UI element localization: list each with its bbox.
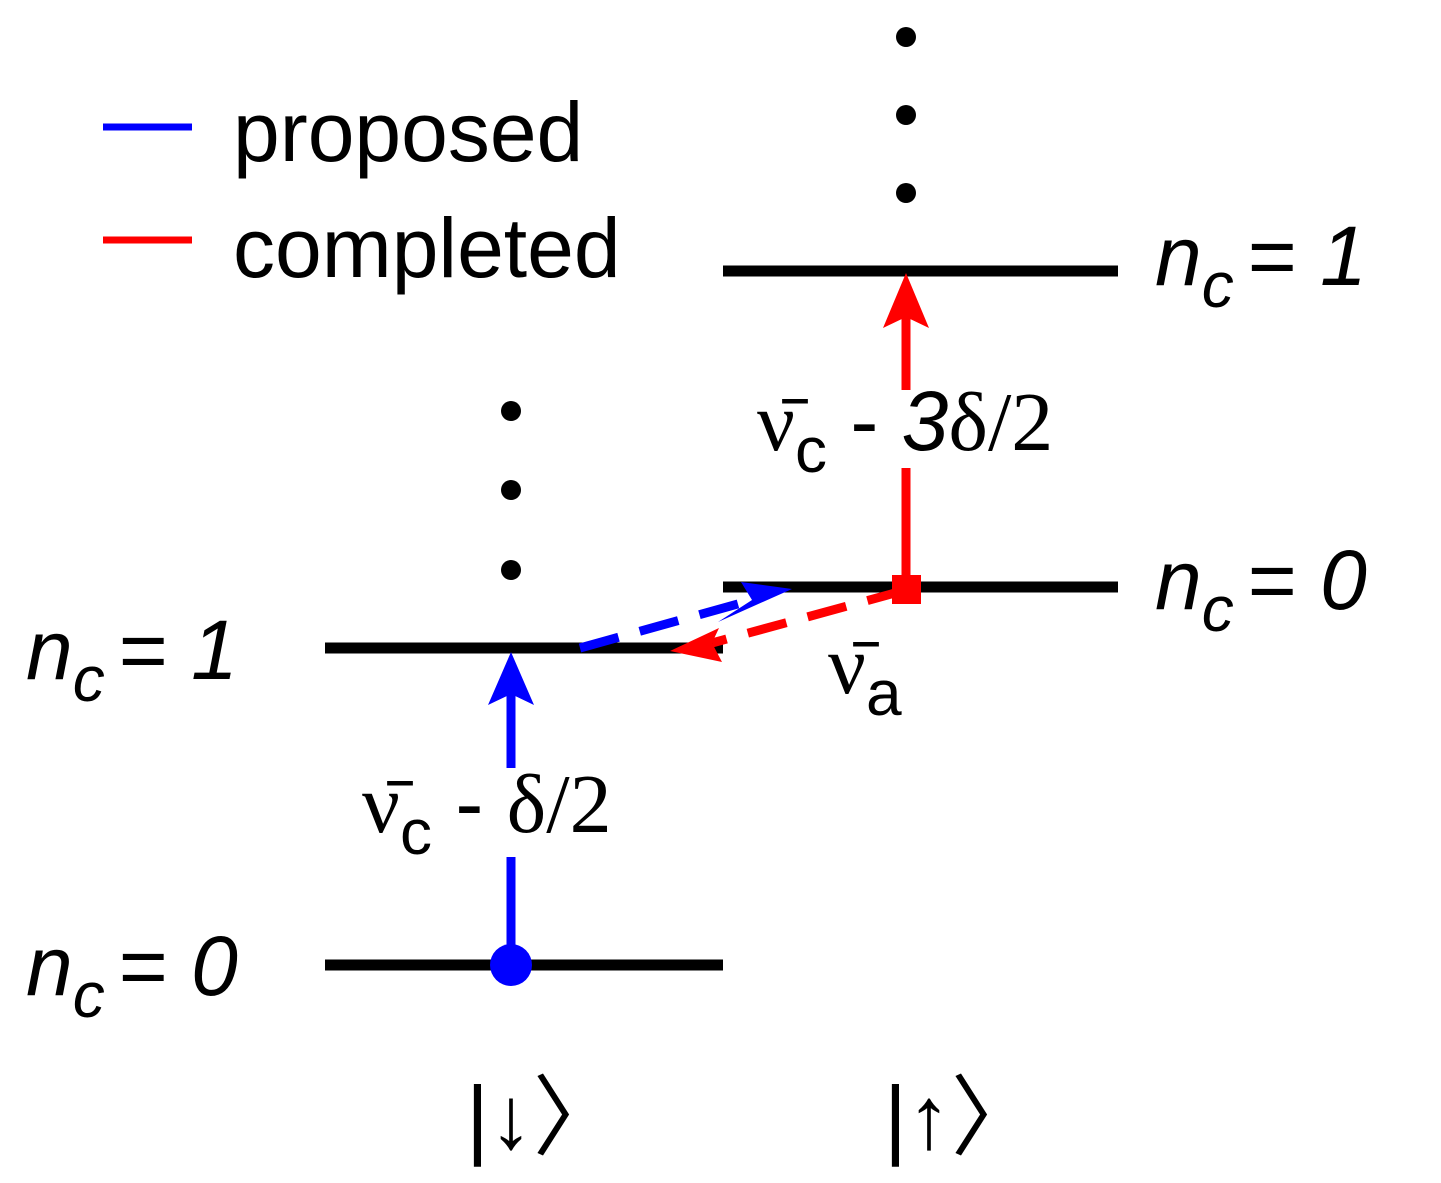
start-marker-icon (490, 944, 532, 986)
proposed-atom-arrowhead (718, 582, 792, 622)
svg-text:ν̄c - δ/2: ν̄c - δ/2 (362, 756, 612, 868)
legend-completed-label: completed (233, 201, 621, 295)
label-atom-frequency: ν̄a (828, 619, 902, 729)
svg-text:ν̄c - 3δ/2: ν̄c - 3δ/2 (757, 374, 1053, 486)
svg-text:nc= 0: nc= 0 (1155, 533, 1367, 645)
svg-text:nc= 0: nc= 0 (26, 919, 238, 1031)
legend: proposed completed (103, 85, 621, 295)
svg-text:ν̄a: ν̄a (828, 619, 902, 729)
proposed-cavity-transition (488, 652, 534, 986)
ket-down-label: |↓〉 (466, 1068, 621, 1167)
completed-cavity-transition (883, 273, 929, 604)
end-marker-icon (892, 575, 921, 604)
completed-atom-arrowhead (670, 628, 722, 662)
label-up-n1: nc= 1 (1155, 209, 1367, 321)
completed-cavity-arrowhead (883, 273, 929, 328)
proposed-atom-transition (578, 582, 792, 653)
completed-atom-transition (670, 585, 908, 662)
label-cavity-down-frequency: ν̄c - δ/2 (362, 756, 612, 868)
svg-text:nc= 1: nc= 1 (26, 603, 238, 715)
svg-text:nc= 1: nc= 1 (1155, 209, 1367, 321)
label-cavity-up-frequency: ν̄c - 3δ/2 (757, 374, 1053, 486)
ellipsis-down-icon (501, 401, 521, 580)
proposed-cavity-arrowhead (488, 652, 534, 705)
label-down-n1: nc= 1 (26, 603, 238, 715)
ellipsis-up-icon (896, 27, 916, 203)
label-up-n0: nc= 0 (1155, 533, 1367, 645)
label-down-n0: nc= 0 (26, 919, 238, 1031)
ket-up-label: |↑〉 (884, 1068, 1039, 1167)
legend-proposed-label: proposed (233, 85, 583, 179)
